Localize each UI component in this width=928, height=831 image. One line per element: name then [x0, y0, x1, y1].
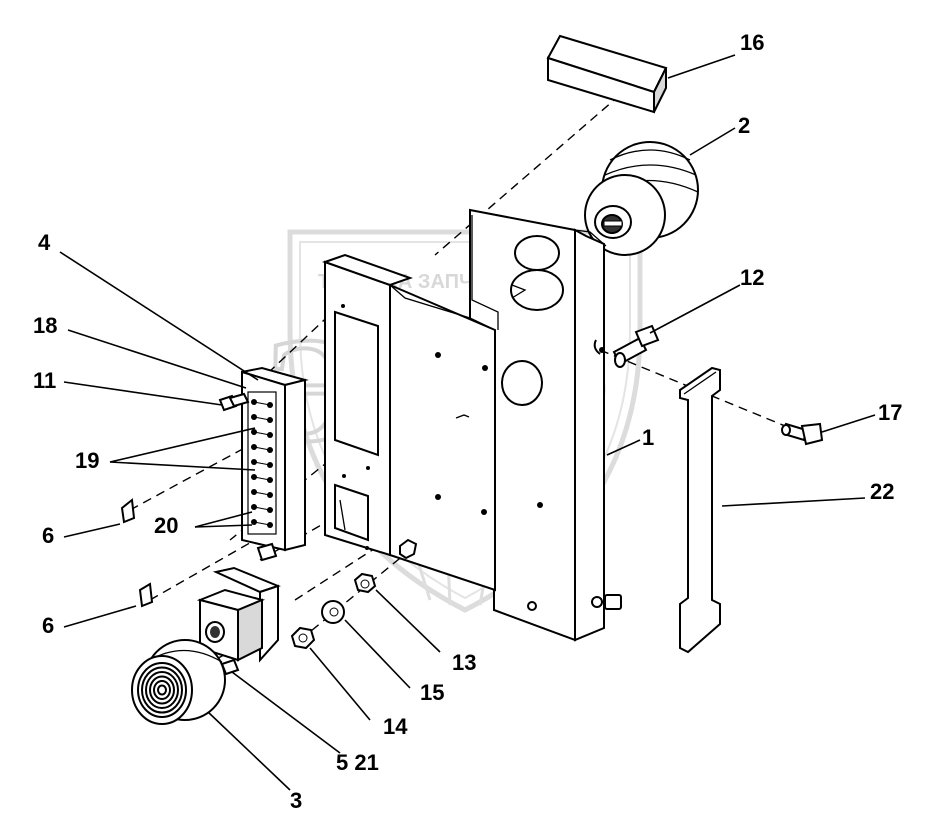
- callout-22: 22: [870, 479, 894, 504]
- horn-grille-ring: [149, 675, 175, 705]
- part-22-plate: [679, 366, 721, 654]
- terminal-link: [253, 431, 271, 436]
- part-16-block: [546, 34, 668, 114]
- callout-4: 4: [38, 230, 51, 255]
- callout-19: 19: [75, 448, 99, 473]
- part-1-bracket: [321, 208, 622, 642]
- horn-grille-ring: [141, 666, 183, 714]
- part-18-screw: [256, 542, 278, 562]
- part-14-nut: [290, 626, 316, 650]
- terminal-link: [253, 521, 271, 526]
- callout-1: 1: [642, 425, 654, 450]
- part-17-bolt: [781, 422, 824, 446]
- callout-13: 13: [452, 650, 476, 675]
- part-3-horn: [131, 639, 226, 725]
- part-15-washer: [321, 600, 345, 624]
- part-2-rotary-switch: [584, 141, 699, 256]
- callout-18: 18: [33, 313, 57, 338]
- part-nut-small: [399, 538, 418, 560]
- callout-5-21: 5 21: [336, 750, 379, 775]
- callout-3: 3: [290, 788, 302, 813]
- part-5-relay: [196, 566, 281, 676]
- callout-17: 17: [878, 400, 902, 425]
- callout-11: 11: [33, 368, 56, 393]
- terminal-link: [253, 491, 271, 496]
- callout-6-upper: 6: [42, 523, 54, 548]
- part-6-clip-lower: [138, 582, 154, 608]
- callout-20: 20: [154, 513, 178, 538]
- terminal-link: [253, 446, 271, 451]
- callout-2: 2: [738, 113, 750, 138]
- terminal-link: [253, 416, 271, 421]
- horn-grille-ring: [137, 662, 187, 718]
- callout-6-lower: 6: [42, 613, 54, 638]
- part-6-clip-upper: [120, 498, 136, 524]
- terminal-link: [253, 461, 271, 466]
- leader-lines: [59, 54, 876, 791]
- terminal-link: [253, 506, 271, 511]
- part-12-bolt: [612, 324, 660, 368]
- callout-15: 15: [420, 680, 444, 705]
- part-19-terminal-group: [251, 399, 273, 528]
- callout-labels: 16 2 4 18 11 12 19 17 1 22 6 20 6 13 15 …: [33, 30, 902, 813]
- horn-grille-ring: [153, 680, 171, 700]
- callout-16: 16: [740, 30, 764, 55]
- callout-14: 14: [383, 714, 408, 739]
- terminal-link: [253, 476, 271, 481]
- part-13-nut: [353, 572, 377, 594]
- horn-grille-ring: [145, 671, 179, 709]
- horn-grille-ring: [157, 684, 167, 696]
- terminal-link: [253, 401, 271, 406]
- callout-12: 12: [740, 265, 764, 290]
- part-11-screw: [218, 392, 250, 412]
